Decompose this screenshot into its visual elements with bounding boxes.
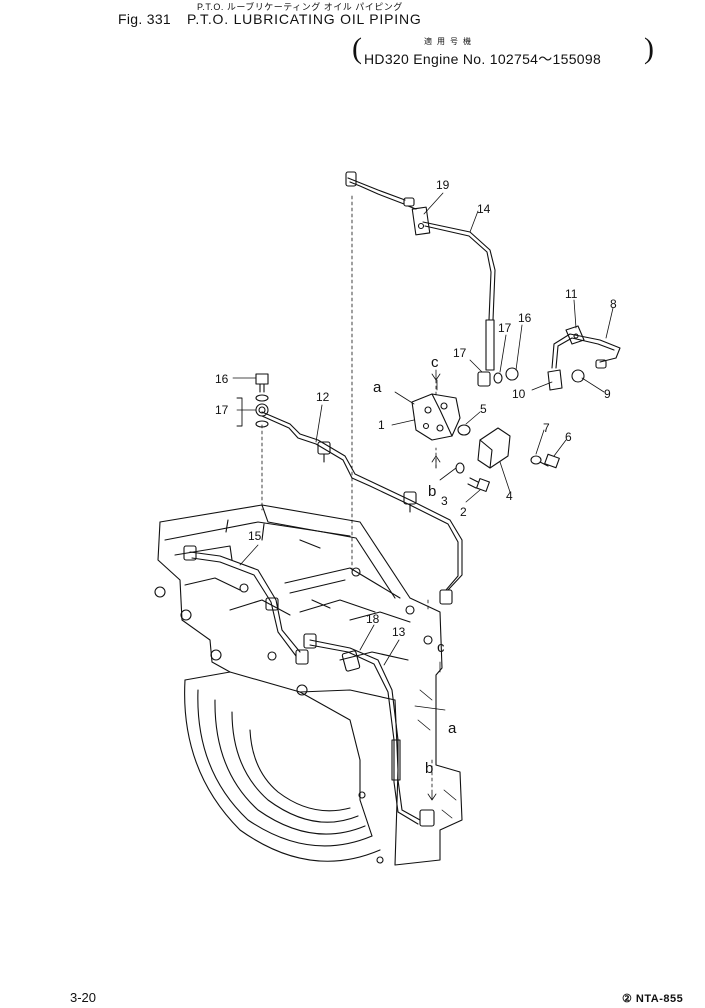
paren-open: ( bbox=[352, 32, 362, 65]
tube-14 bbox=[345, 171, 496, 371]
part-label-17-left: 17 bbox=[215, 403, 229, 417]
part-label-17-right: 17 bbox=[498, 321, 512, 335]
tube-12 bbox=[255, 403, 463, 605]
part-label-9: 9 bbox=[604, 387, 611, 401]
figure-title: P.T.O. LUBRICATING OIL PIPING bbox=[187, 11, 422, 27]
part-label-19: 19 bbox=[436, 178, 450, 192]
connection-c-lower: c bbox=[437, 639, 445, 656]
bracket-17 bbox=[236, 397, 243, 427]
tube-15 bbox=[183, 545, 309, 665]
part-label-2: 2 bbox=[460, 505, 467, 519]
connection-b-lower: b bbox=[425, 760, 433, 777]
part-label-12: 12 bbox=[316, 390, 330, 404]
label-leaders bbox=[232, 192, 614, 801]
part-label-15: 15 bbox=[248, 529, 262, 543]
leader-lines bbox=[261, 195, 437, 791]
part-label-13: 13 bbox=[392, 625, 406, 639]
part-label-1: 1 bbox=[378, 418, 385, 432]
part-labels: 1 2 3 4 5 6 7 8 9 10 11 12 13 14 15 16 1… bbox=[215, 178, 617, 639]
part-label-16-left: 16 bbox=[215, 372, 229, 386]
part-label-16-right: 16 bbox=[518, 311, 532, 325]
part-label-3: 3 bbox=[441, 494, 448, 508]
figure-number: Fig. 331 bbox=[118, 11, 171, 27]
part-label-10: 10 bbox=[512, 387, 526, 401]
connection-b-upper: b bbox=[428, 483, 436, 500]
connection-a-lower: a bbox=[448, 720, 457, 737]
flange-block-1 bbox=[411, 393, 461, 441]
part-label-4: 4 bbox=[506, 489, 513, 503]
part-label-5: 5 bbox=[480, 402, 487, 416]
paren-close: ) bbox=[644, 32, 654, 65]
connection-labels: a a b b c c bbox=[373, 354, 457, 777]
tube-13 bbox=[303, 633, 435, 827]
part-label-7: 7 bbox=[543, 421, 550, 435]
cover-plate-4 bbox=[477, 427, 511, 469]
part-label-8: 8 bbox=[610, 297, 617, 311]
part-label-11: 11 bbox=[565, 287, 578, 301]
part-label-6: 6 bbox=[565, 430, 572, 444]
japanese-title: P.T.O. ルーブリケーティング オイル パイピング bbox=[197, 2, 403, 12]
serial-japanese-label: 適用号機 bbox=[424, 37, 476, 46]
connection-c-upper: c bbox=[431, 354, 439, 371]
part-label-18: 18 bbox=[366, 612, 380, 626]
catalog-code: ② NTA-855 bbox=[622, 993, 684, 1005]
page-number: 3-20 bbox=[70, 990, 97, 1005]
part-label-14: 14 bbox=[477, 202, 491, 216]
hardware bbox=[255, 197, 621, 492]
connection-a-upper: a bbox=[373, 379, 382, 396]
serial-range: HD320 Engine No. 102754～155098 bbox=[364, 51, 602, 67]
part-label-17-mid: 17 bbox=[453, 346, 467, 360]
